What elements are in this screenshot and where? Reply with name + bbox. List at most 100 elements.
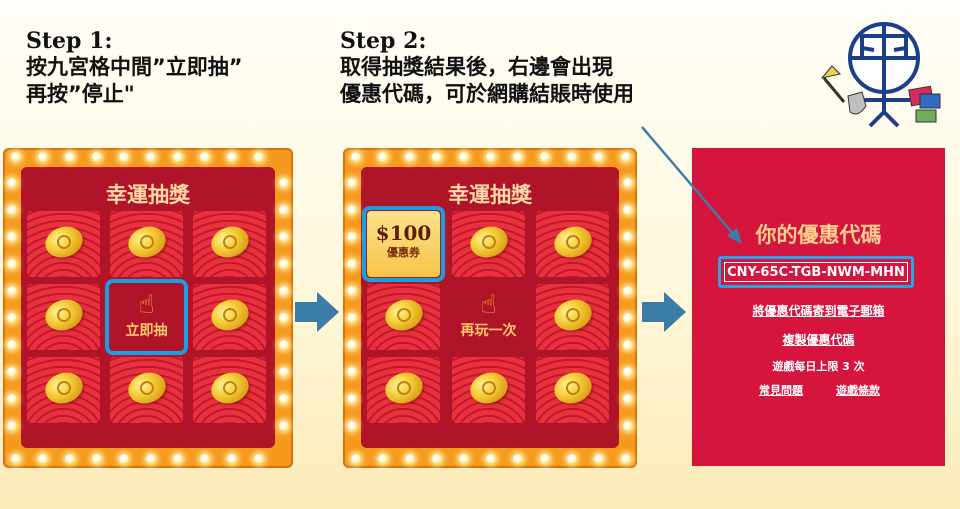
gold-coin-icon <box>550 367 596 409</box>
marquee-bulb <box>347 286 357 296</box>
gold-coin-icon <box>41 294 87 336</box>
marquee-bulb <box>279 259 289 269</box>
gold-coin-icon <box>41 367 87 409</box>
marquee-bulb <box>279 178 289 188</box>
marquee-bulb <box>11 454 21 464</box>
marquee-bulb <box>7 286 17 296</box>
marquee-bulb <box>200 152 210 162</box>
coupon-code[interactable]: CNY-65C-TGB-NWM-MHN <box>724 262 908 282</box>
prize-amount: $100 <box>375 221 432 245</box>
marquee-bulb <box>623 313 633 323</box>
marquee-bulb <box>540 454 550 464</box>
step2-line1: 取得抽獎結果後，右邊會出現 <box>340 55 613 79</box>
marquee-bulb <box>92 152 102 162</box>
prize-cell <box>536 211 609 277</box>
coupon-code-highlight: CNY-65C-TGB-NWM-MHN <box>718 256 914 288</box>
prize-cell <box>27 357 100 423</box>
step1-instructions: Step 1: 按九宮格中間”立即抽” 再按”停止" <box>26 28 243 108</box>
marquee-bulb <box>567 152 577 162</box>
marquee-bulb <box>459 454 469 464</box>
marquee-bulb <box>7 367 17 377</box>
prize-cell <box>452 357 525 423</box>
prize-cell <box>367 357 440 423</box>
marquee-bulb <box>378 152 388 162</box>
marquee-bulb <box>227 152 237 162</box>
email-coupon-link[interactable]: 將優惠代碼寄到電子郵箱 <box>752 304 885 318</box>
gold-coin-icon <box>207 221 253 263</box>
marquee-bulb <box>227 454 237 464</box>
board2-title: 幸運抽獎 <box>448 183 532 207</box>
marquee-bulb <box>38 152 48 162</box>
step1-title: Step 1: <box>26 28 113 54</box>
prize-cell <box>193 284 266 350</box>
mascot-icon <box>820 22 941 128</box>
draw-button[interactable]: ☝再玩一次 <box>452 284 525 350</box>
marquee-bulb <box>347 340 357 350</box>
step1-line1: 按九宮格中間”立即抽” <box>26 55 243 79</box>
coupon-title: 你的優惠代碼 <box>755 223 882 247</box>
prize-cell <box>452 211 525 277</box>
marquee-bulb <box>540 152 550 162</box>
marquee-bulb <box>347 232 357 242</box>
marquee-bulb <box>279 286 289 296</box>
gold-coin-icon <box>124 221 170 263</box>
step1-line2: 再按”停止" <box>26 82 135 106</box>
marquee-bulb <box>621 152 631 162</box>
marquee-bulb <box>623 340 633 350</box>
arrow-right-icon <box>642 292 686 332</box>
gold-coin-icon <box>381 294 427 336</box>
marquee-bulb <box>279 340 289 350</box>
marquee-bulb <box>7 394 17 404</box>
prize-cell <box>27 211 100 277</box>
marquee-bulb <box>119 454 129 464</box>
gold-coin-icon <box>381 367 427 409</box>
marquee-bulb <box>623 205 633 215</box>
marquee-bulb <box>7 178 17 188</box>
marquee-bulb <box>279 232 289 242</box>
marquee-bulb <box>351 152 361 162</box>
board1-inner: 幸運抽獎 ☝ 立即抽 <box>21 167 275 448</box>
prize-cell <box>367 284 440 350</box>
marquee-bulb <box>459 152 469 162</box>
terms-link[interactable]: 遊戲條款 <box>836 384 880 397</box>
prize-cell <box>193 357 266 423</box>
marquee-bulb <box>7 259 17 269</box>
daily-limit-text: 遊戲每日上限 3 次 <box>772 360 865 373</box>
marquee-bulb <box>623 394 633 404</box>
marquee-bulb <box>347 205 357 215</box>
prize-cell <box>110 211 183 277</box>
marquee-bulb <box>38 454 48 464</box>
faq-link[interactable]: 常見問題 <box>759 384 803 397</box>
marquee-bulb <box>7 205 17 215</box>
marquee-bulb <box>623 367 633 377</box>
marquee-bulb <box>378 454 388 464</box>
board1-title: 幸運抽獎 <box>106 183 190 207</box>
step2-instructions: Step 2: 取得抽獎結果後，右邊會出現 優惠代碼，可於網購結賬時使用 <box>340 28 634 108</box>
marquee-bulb <box>279 421 289 431</box>
marquee-bulb <box>513 454 523 464</box>
gold-coin-icon <box>550 294 596 336</box>
marquee-bulb <box>347 313 357 323</box>
marquee-bulb <box>623 178 633 188</box>
gold-coin-icon <box>41 221 87 263</box>
prize-cell <box>536 357 609 423</box>
gold-coin-icon <box>550 221 596 263</box>
draw-button-label: 立即抽 <box>125 323 168 339</box>
marquee-bulb <box>146 152 156 162</box>
gold-coin-icon <box>207 367 253 409</box>
marquee-bulb <box>279 205 289 215</box>
tap-hand-icon: ☝ <box>138 290 155 320</box>
marquee-bulb <box>351 454 361 464</box>
marquee-bulb <box>405 454 415 464</box>
gold-coin-icon <box>466 367 512 409</box>
marquee-bulb <box>405 152 415 162</box>
copy-coupon-link[interactable]: 複製優惠代碼 <box>782 333 855 347</box>
prize-cell <box>27 284 100 350</box>
marquee-bulb <box>173 454 183 464</box>
marquee-bulb <box>594 152 604 162</box>
gold-coin-icon <box>207 294 253 336</box>
draw-button[interactable]: ☝ 立即抽 <box>110 284 183 350</box>
